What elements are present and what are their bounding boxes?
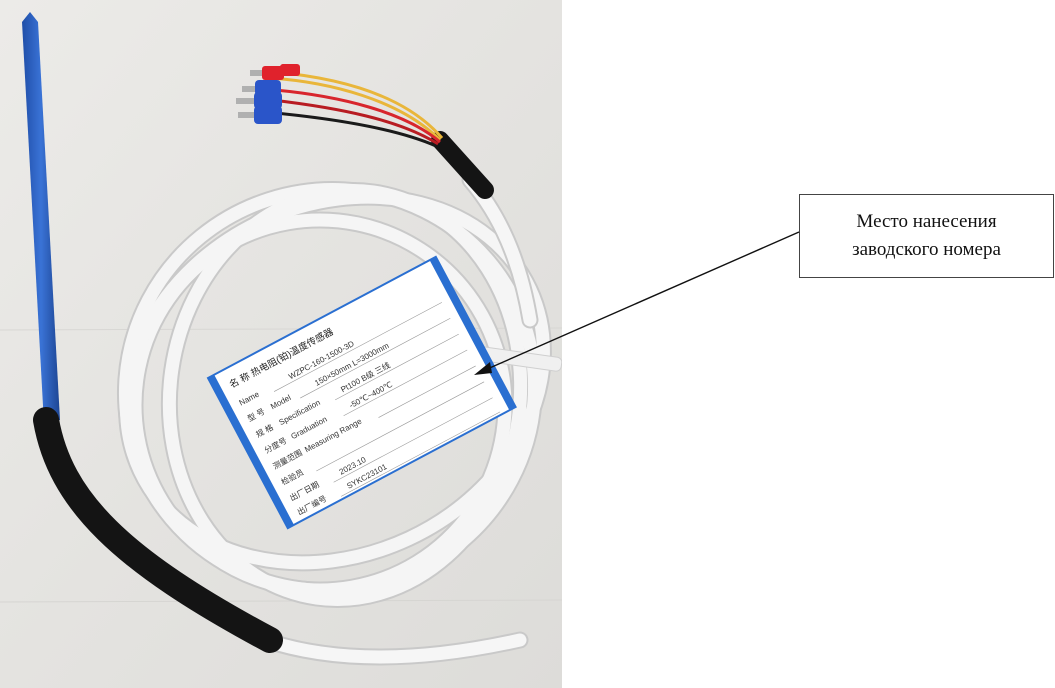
callout-line-1: Место нанесения	[856, 211, 997, 232]
probe-sheath	[22, 12, 283, 653]
callout-line-2: заводского номера	[852, 239, 1001, 260]
product-tag: 名 称 热电阻(铂)温度传感器 Name WZPC-160-1500-3D 型 …	[206, 255, 517, 530]
product-photo: 名 称 热电阻(铂)温度传感器 Name WZPC-160-1500-3D 型 …	[0, 0, 562, 688]
serial-number-callout: Место нанесения заводского номера	[799, 194, 1054, 278]
wire-ferrules	[236, 64, 300, 124]
